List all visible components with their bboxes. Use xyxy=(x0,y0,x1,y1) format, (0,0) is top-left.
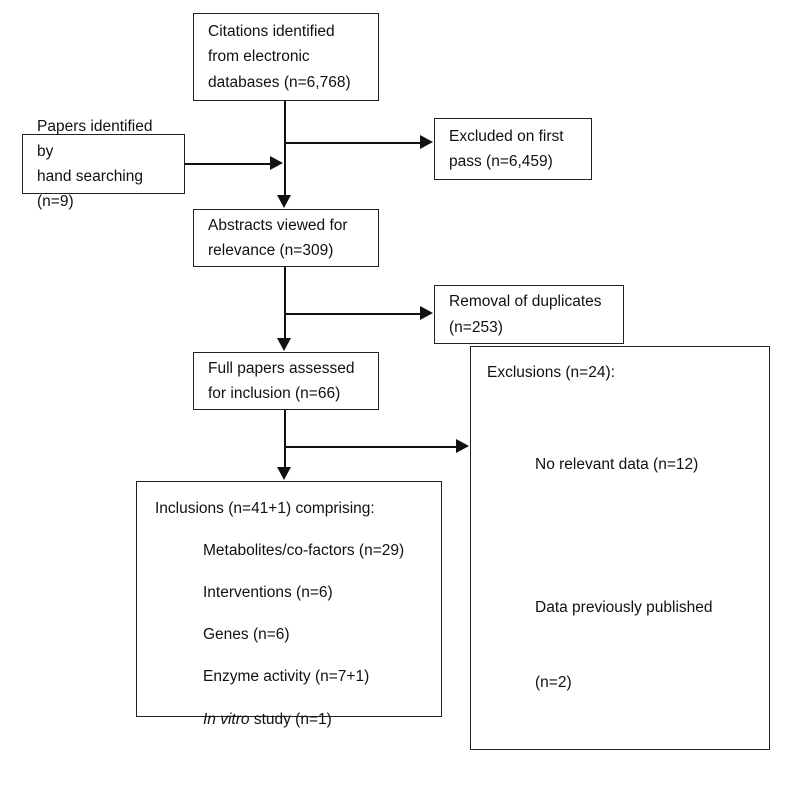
connector-full-papers-to-inclusions-stem xyxy=(284,410,287,468)
connector-stem-to-exclusions xyxy=(284,446,457,449)
connector-abstracts-to-full-papers-stem xyxy=(284,267,287,339)
citations-line-1: Citations identified xyxy=(208,23,335,41)
duplicates-line-1: Removal of duplicates xyxy=(449,293,602,311)
arrowhead-into-inclusions xyxy=(277,467,291,480)
connector-citations-to-abstracts-stem xyxy=(284,101,287,196)
inclusions-item-interventions: Interventions (n=6) xyxy=(203,584,333,602)
exclusions-item-1-line-0: Data previously published xyxy=(535,598,713,616)
hand-search-line-2: hand searching (n=9) xyxy=(37,168,148,211)
in-vitro-italic-label: In vitro xyxy=(203,710,250,728)
arrowhead-into-abstracts xyxy=(277,195,291,208)
inclusions-item-in-vitro-study: In vitro study (n=1) xyxy=(155,707,423,732)
connector-stem-to-excluded-first-pass xyxy=(284,142,421,145)
exclusions-item-data-previously-published: Data previously published (n=2) xyxy=(487,545,753,746)
connector-hand-search-to-stem xyxy=(185,163,271,166)
inclusions-item-enzyme-activity: Enzyme activity (n=7+1) xyxy=(203,668,370,686)
citations-line-3: databases (n=6,768) xyxy=(208,73,351,91)
duplicates-line-2: (n=253) xyxy=(449,318,503,336)
box-papers-hand-searching: Papers identified by hand searching (n=9… xyxy=(22,118,185,210)
box-inclusions: Inclusions (n=41+1) comprising: Metaboli… xyxy=(136,481,442,728)
citations-line-2: from electronic xyxy=(208,48,310,66)
in-vitro-rest-label: study (n=1) xyxy=(249,710,332,728)
arrowhead-into-full-papers xyxy=(277,338,291,351)
inclusions-heading: Inclusions (n=41+1) comprising: xyxy=(155,500,375,517)
arrowhead-into-excluded-first-pass xyxy=(420,135,433,149)
excluded-line-2: pass (n=6,459) xyxy=(449,153,553,170)
full-papers-line-1: Full papers assessed xyxy=(208,359,355,377)
inclusions-item-genes: Genes (n=6) xyxy=(203,626,290,644)
box-full-papers-assessed: Full papers assessed for inclusion (n=66… xyxy=(193,352,379,410)
exclusions-item-proband-not-included: Proband not included (n=2) xyxy=(487,763,753,799)
abstracts-line-1: Abstracts viewed for xyxy=(208,216,348,234)
hand-search-line-1: Papers identified by xyxy=(37,117,157,160)
arrowhead-into-exclusions xyxy=(456,439,469,453)
exclusions-item-1-line-1: (n=2) xyxy=(535,674,572,692)
connector-stem-to-removal-of-duplicates xyxy=(284,313,421,316)
exclusions-item-no-relevant-data: No relevant data (n=12) xyxy=(487,402,753,528)
full-papers-line-2: for inclusion (n=66) xyxy=(208,385,341,402)
inclusions-item-metabolites: Metabolites/co-factors (n=29) xyxy=(203,542,405,560)
arrowhead-into-stem-from-hand-search xyxy=(270,156,283,170)
exclusions-item-0-line-0: No relevant data (n=12) xyxy=(535,456,699,474)
box-abstracts-viewed: Abstracts viewed for relevance (n=309) xyxy=(193,209,379,267)
box-removal-of-duplicates: Removal of duplicates (n=253) xyxy=(434,285,624,344)
box-excluded-first-pass: Excluded on first pass (n=6,459) xyxy=(434,118,592,180)
exclusions-heading: Exclusions (n=24): xyxy=(487,364,615,381)
arrowhead-into-removal-of-duplicates xyxy=(420,306,433,320)
abstracts-line-2: relevance (n=309) xyxy=(208,242,334,259)
box-exclusions: Exclusions (n=24): No relevant data (n=1… xyxy=(470,346,770,750)
box-citations-identified: Citations identified from electronic dat… xyxy=(193,13,379,101)
excluded-line-1: Excluded on first xyxy=(449,127,564,145)
